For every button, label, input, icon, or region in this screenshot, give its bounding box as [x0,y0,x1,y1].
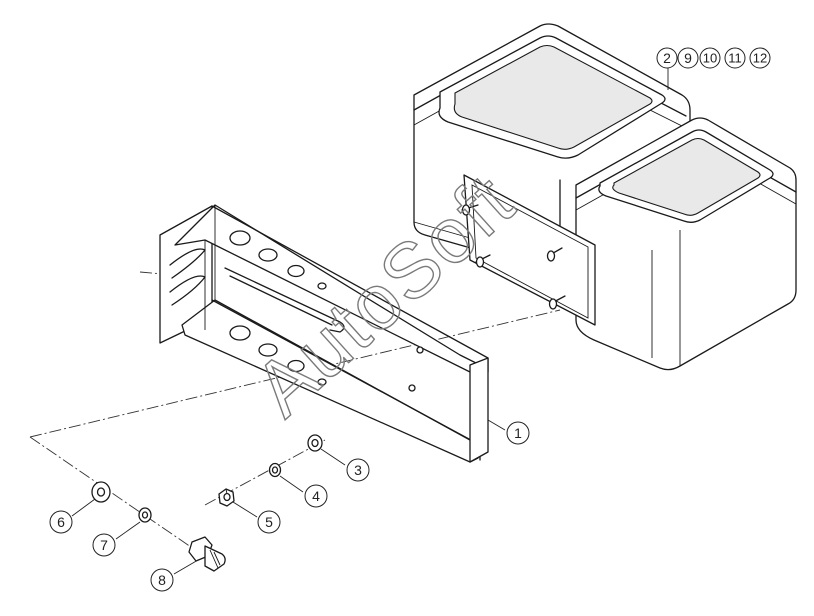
callout-1-label: 1 [514,425,522,441]
callout-2-label: 2 [663,50,671,66]
nut-part-5 [218,488,235,507]
callout-10-label: 10 [703,51,717,66]
callout-2 [656,47,678,69]
callout-12 [749,47,771,69]
callout-5 [257,510,281,534]
bolt-part-8 [188,536,226,572]
callout-3-label: 3 [354,462,362,478]
callout-6-label: 6 [57,514,65,530]
battery-case-assembly [413,23,797,371]
lock-washer-part-4 [268,462,282,478]
callout-11 [724,47,746,69]
callout-9-label: 9 [684,50,692,66]
callout-12-label: 12 [753,51,767,66]
washer-part-3 [307,434,323,452]
callout-10 [699,47,721,69]
mounting-studs [461,204,566,310]
bracket-part-1 [159,204,489,463]
lock-washer-part-7 [138,507,152,523]
callout-6 [49,510,73,534]
washer-part-6 [91,481,111,503]
callout-group-2-9-10-11-12: 2 9 10 11 12 [656,47,771,69]
callout-7 [92,533,116,557]
callout-4 [304,484,328,508]
callout-8-label: 8 [158,572,166,588]
callout-9 [677,47,699,69]
callout-5-label: 5 [265,514,273,530]
callout-11-label: 11 [728,51,742,66]
callout-1 [506,421,530,445]
callouts: 1 3 4 5 6 7 8 2 9 10 [49,47,771,592]
callout-4-label: 4 [312,488,320,504]
callout-8 [150,568,174,592]
callout-3 [346,458,370,482]
callout-7-label: 7 [100,537,108,553]
